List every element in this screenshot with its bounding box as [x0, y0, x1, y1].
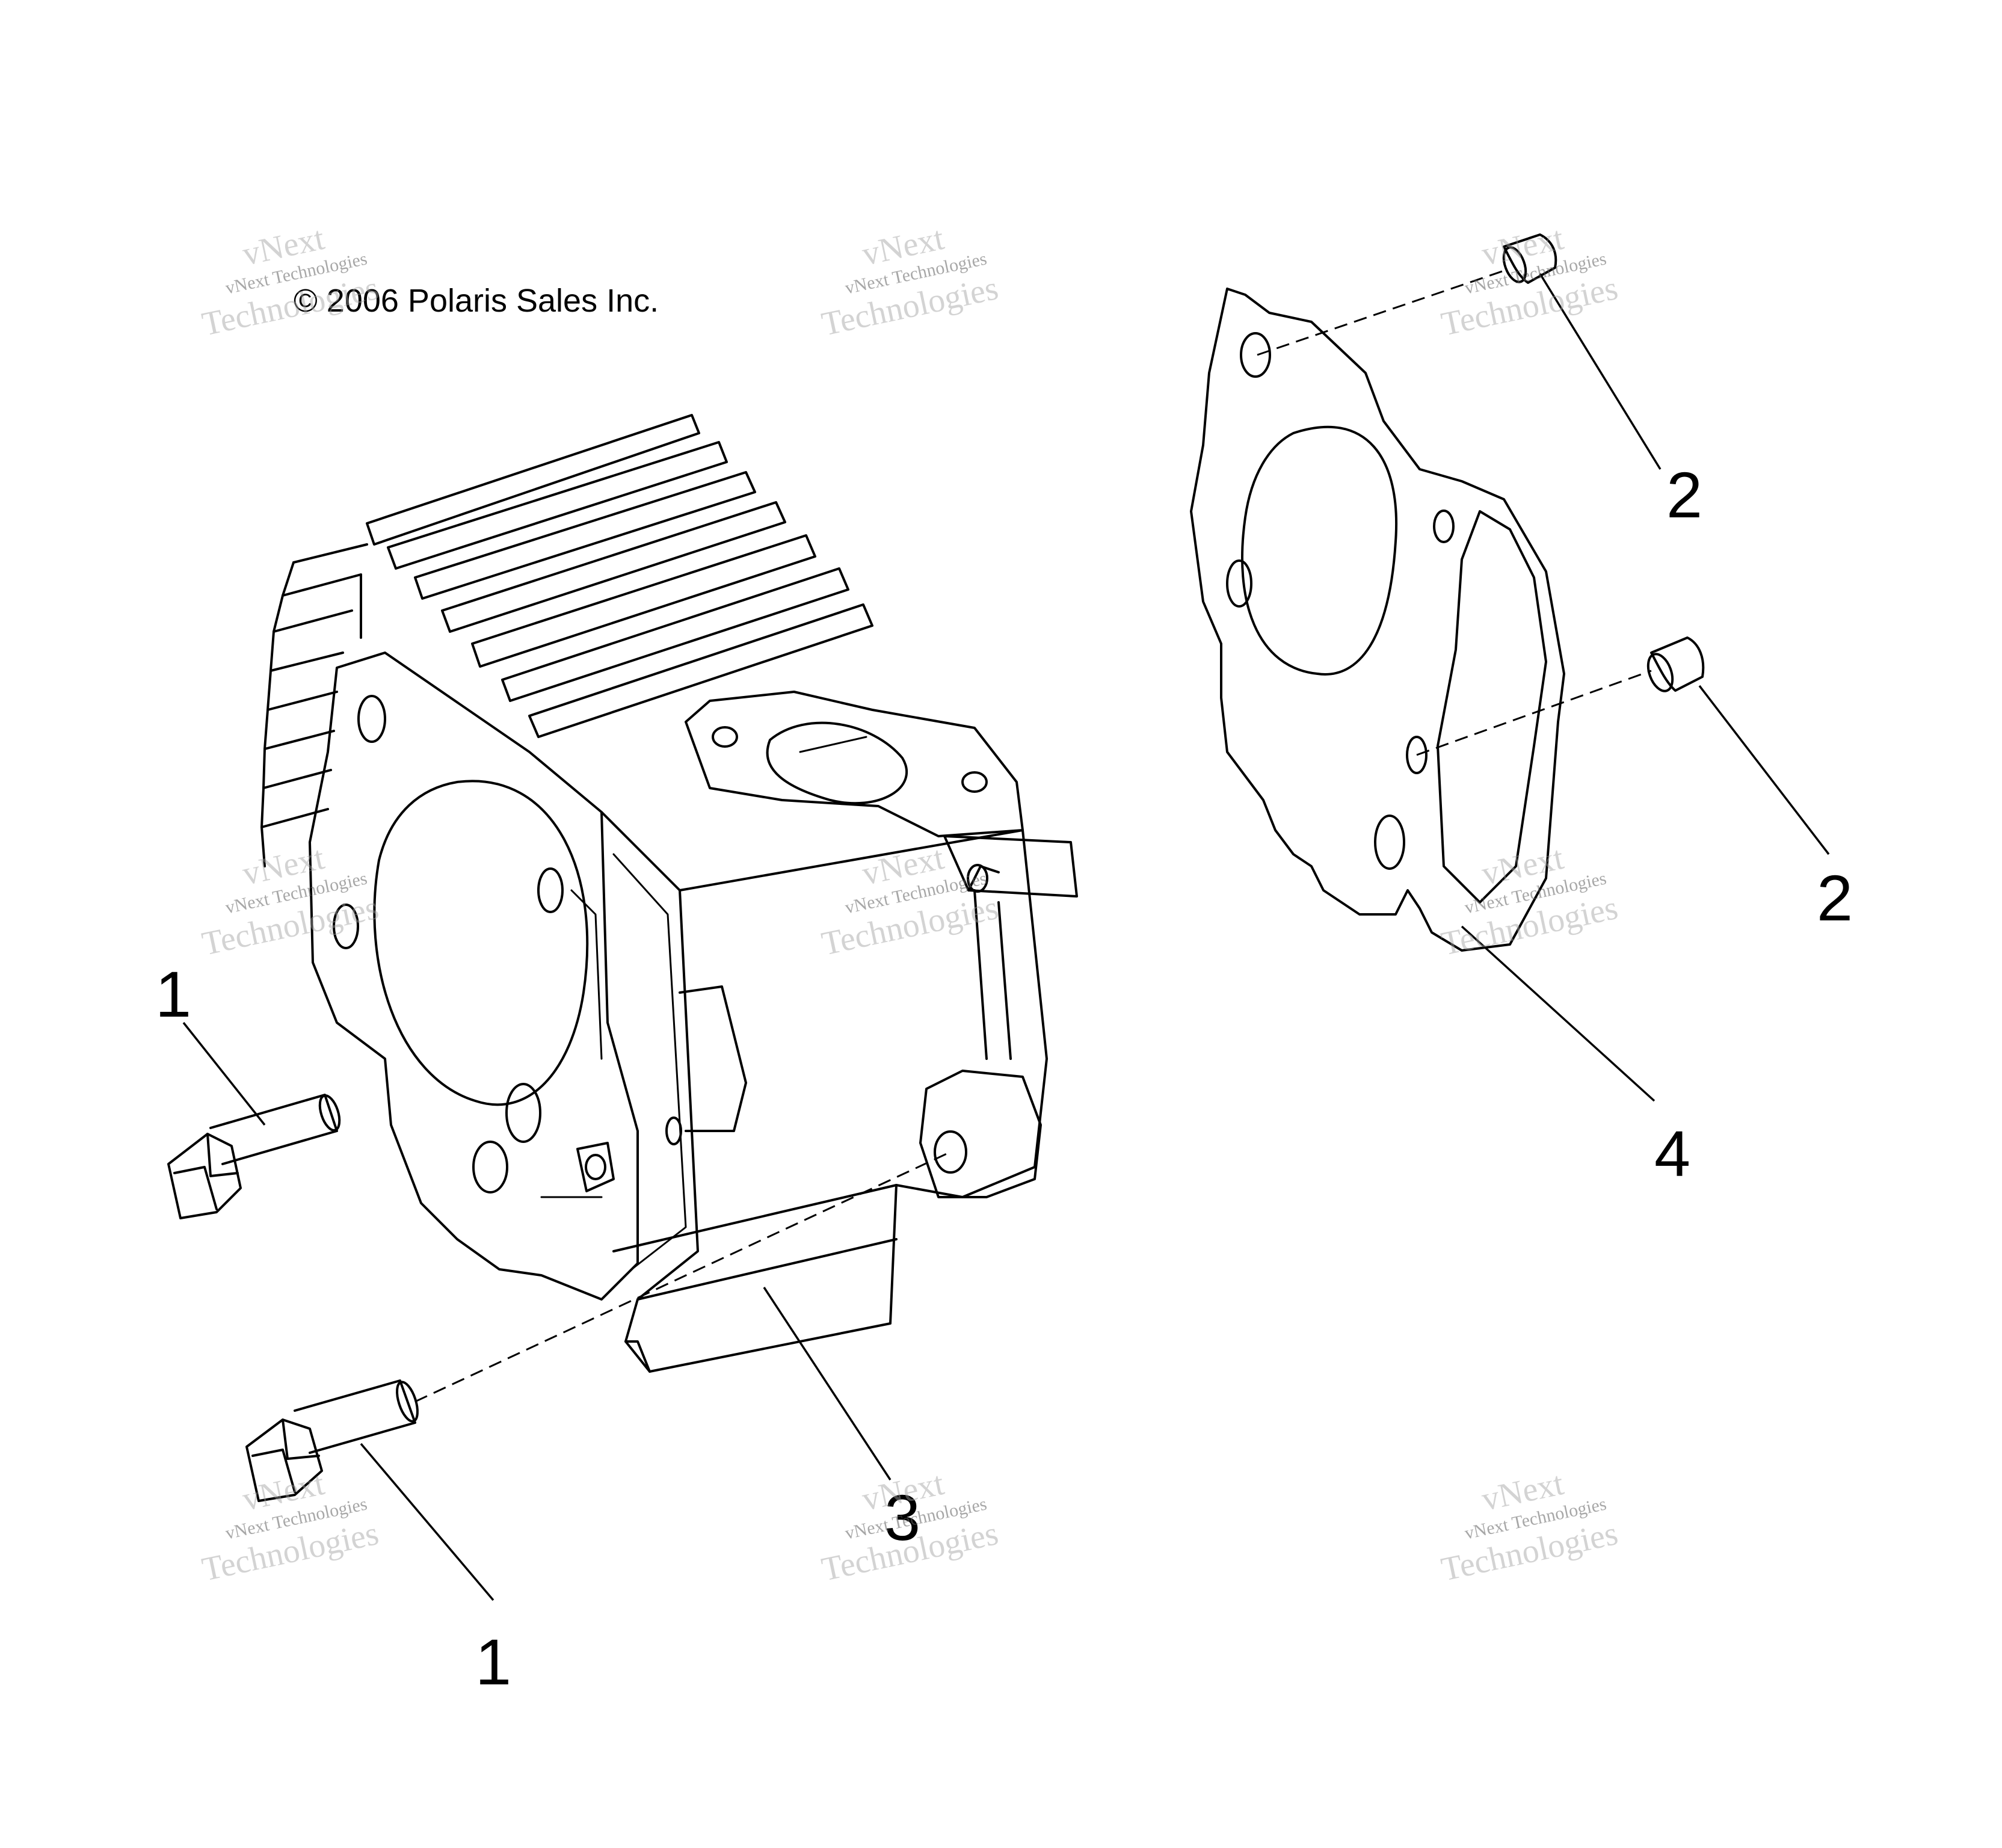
watermark: vNext vNext Technologies Technologies — [819, 1465, 1002, 1589]
callout-1: 1 — [155, 958, 191, 1030]
watermark: vNext vNext Technologies Technologies — [1438, 1465, 1621, 1589]
watermark: vNext vNext Technologies Technologies — [1438, 839, 1621, 963]
dowel-pin-icon — [1646, 636, 1705, 692]
cylinder-icon — [260, 414, 1078, 1373]
watermark: vNext vNext Technologies Technologies — [819, 839, 1002, 963]
copyright-text: © 2006 Polaris Sales Inc. — [294, 283, 659, 319]
watermark: vNext vNext Technologies Technologies — [819, 220, 1002, 343]
callout-2: 2 — [1666, 458, 1702, 531]
leader-line — [360, 1443, 494, 1601]
callout-4: 4 — [1654, 1117, 1690, 1190]
callout-2: 2 — [1817, 861, 1853, 934]
bolt-icon — [245, 1379, 419, 1502]
callout-1: 1 — [475, 1625, 511, 1698]
alignment-line — [1257, 270, 1505, 356]
leader-line — [182, 1021, 266, 1126]
leader-line — [1461, 925, 1656, 1102]
leader-line — [763, 1287, 892, 1480]
alignment-line — [414, 1151, 951, 1403]
dowel-pin-icon — [1502, 233, 1557, 284]
leader-line — [1698, 685, 1830, 855]
bolt-icon — [167, 1094, 341, 1219]
alignment-line — [1416, 670, 1652, 756]
watermark: vNext vNext Technologies Technologies — [199, 220, 382, 343]
watermark: vNext vNext Technologies Technologies — [1438, 220, 1621, 343]
watermark: vNext vNext Technologies Technologies — [199, 1465, 382, 1589]
callout-3: 3 — [884, 1481, 920, 1554]
leader-line — [1539, 273, 1662, 470]
gasket-icon — [1190, 288, 1565, 952]
cooling-fins — [260, 414, 873, 867]
